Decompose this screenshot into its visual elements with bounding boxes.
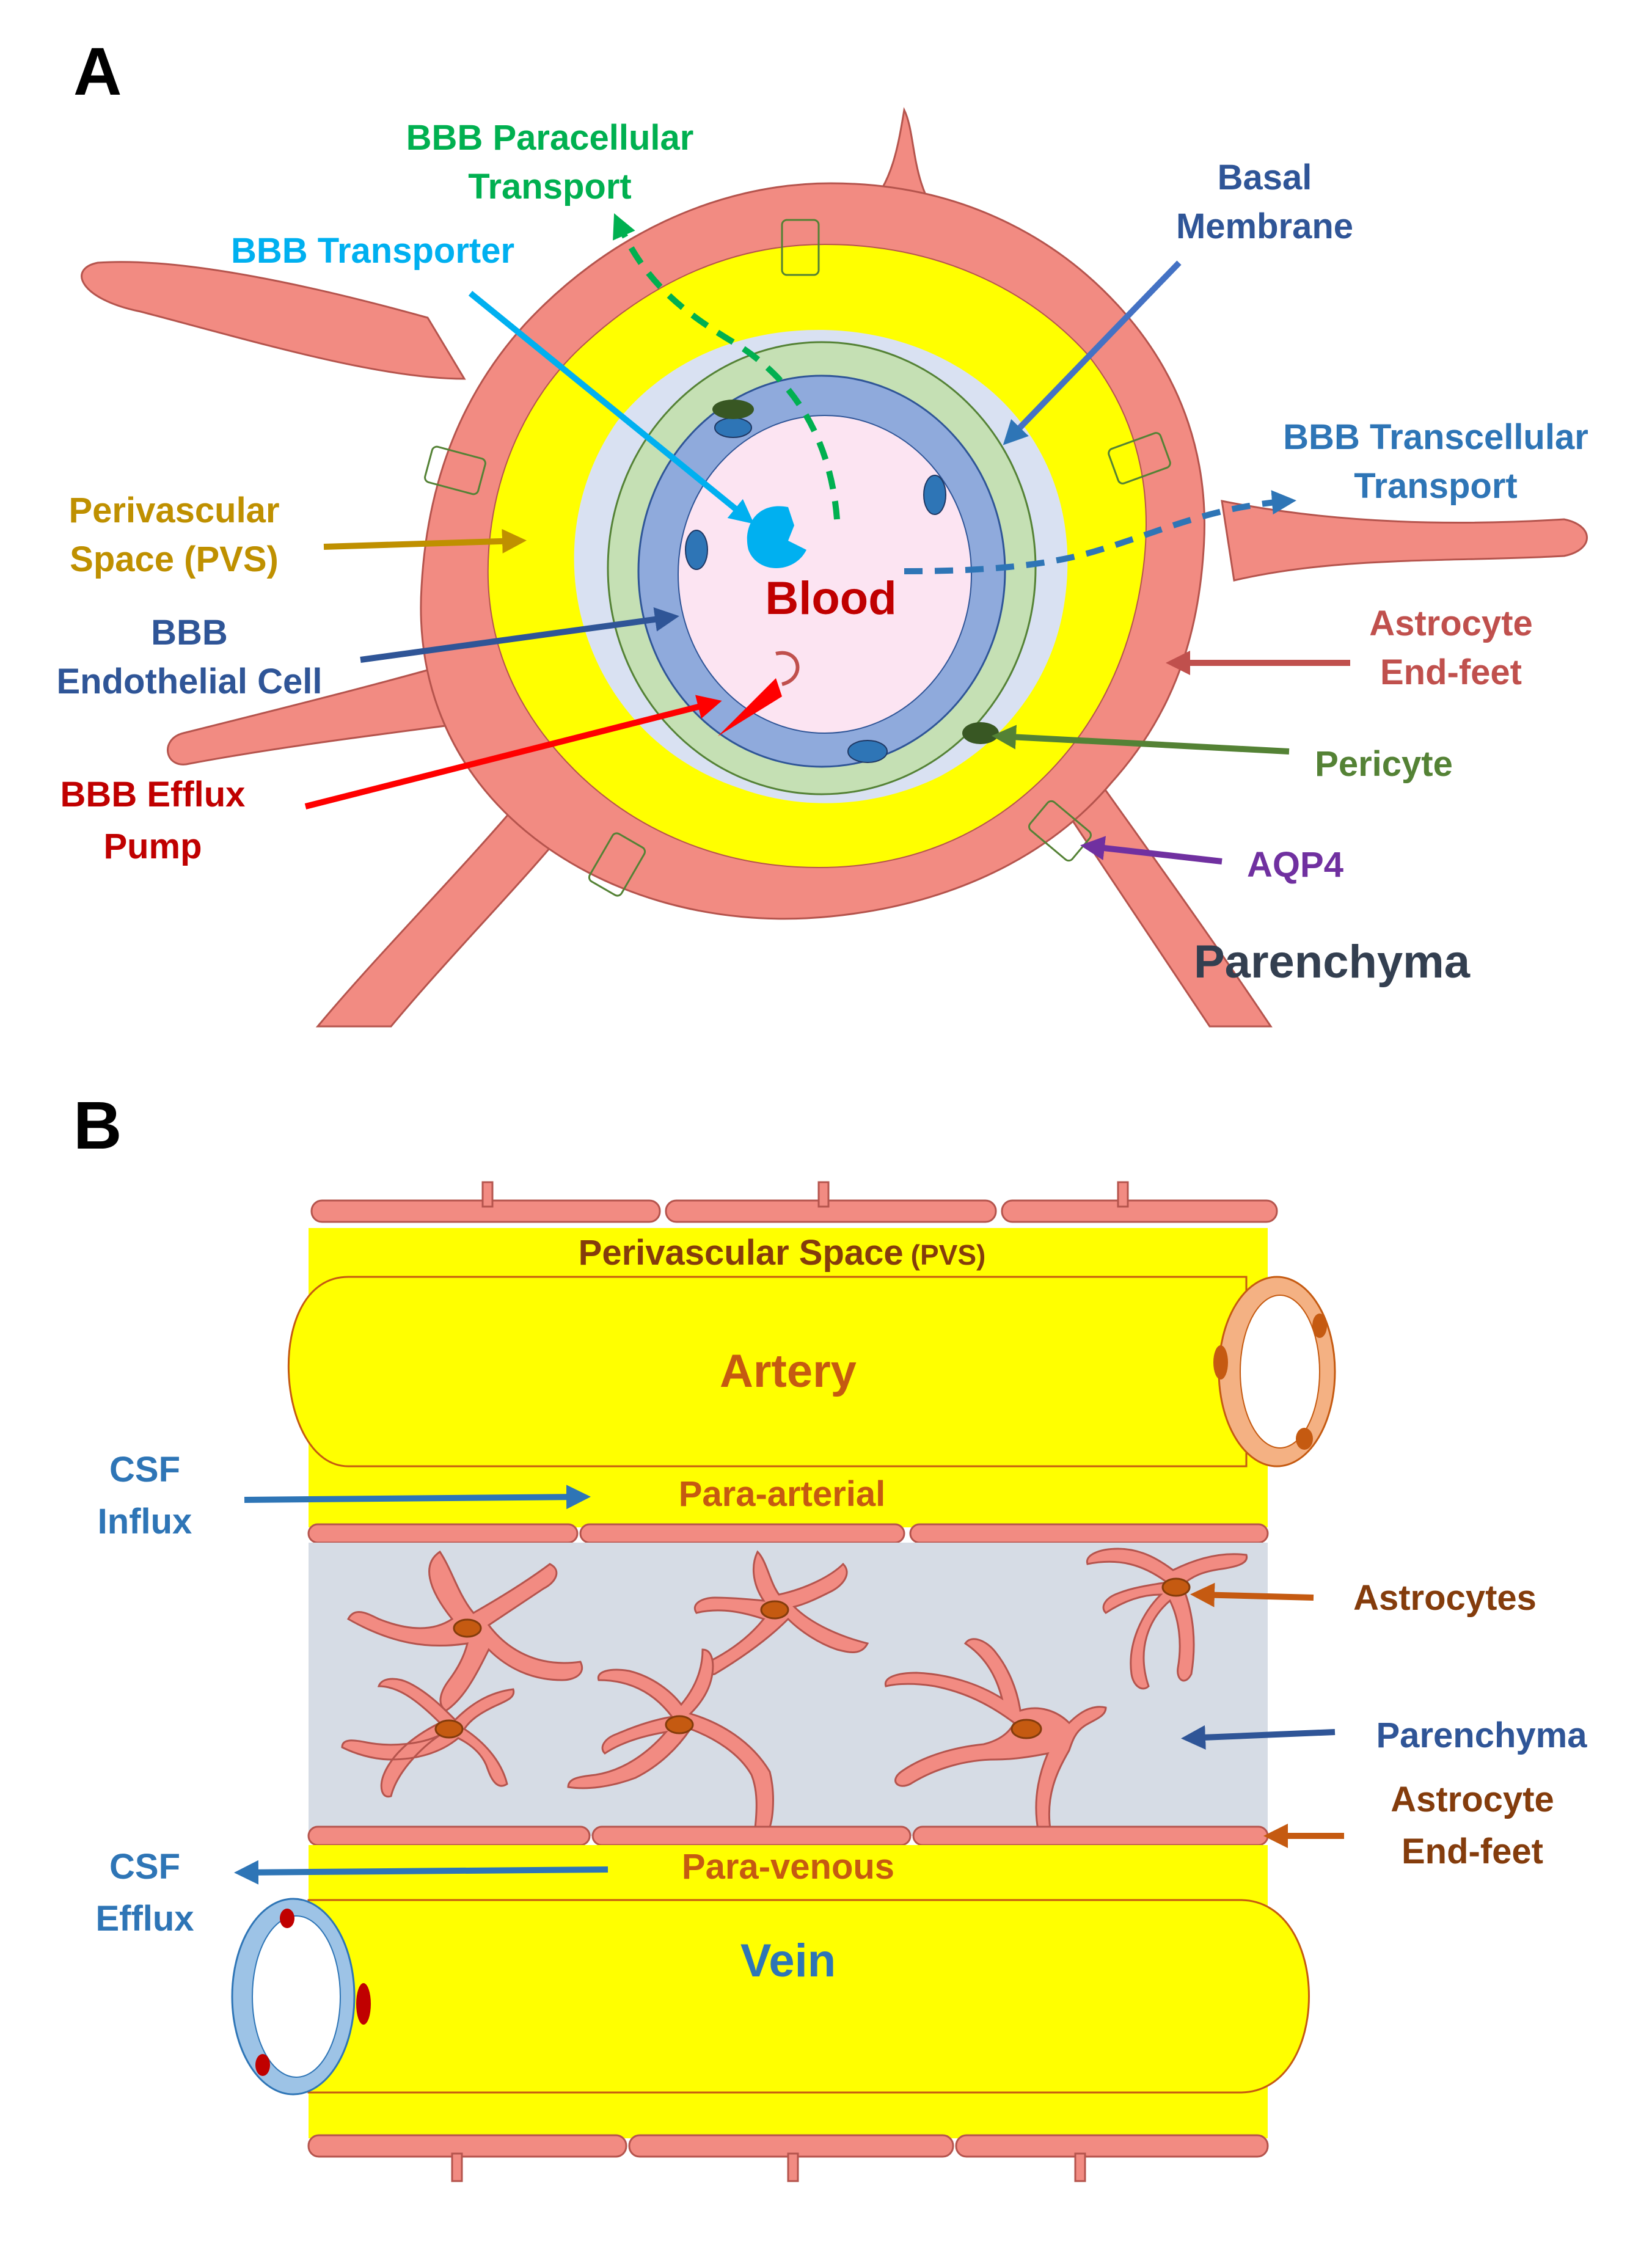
astrocytes-label: Astrocytes [1353,1578,1537,1618]
vein-lumen [252,1915,341,2078]
vein-nuclei [255,1909,371,2076]
paracellular-route [613,213,840,520]
para-arterial-label: Para-arterial [679,1474,886,1514]
astrocyte-1 [347,1550,583,1712]
bottom-endfeet-strip [307,2134,1269,2182]
bbb-efflux-pump-shape [718,678,782,736]
panel-b: B [73,1088,1588,2182]
astro-endfeet-label-line1: Astrocyte [1369,604,1533,643]
pvs-arrow [323,528,527,554]
endothelial-label-line1: BBB [151,613,228,652]
vein-label: Vein [740,1935,836,1987]
paracellular-label-line2: Transport [468,167,632,206]
endothelial-nuclei [685,417,946,763]
paracellular-label-line1: BBB Paracellular [406,118,694,158]
basal-label-line2: Membrane [1176,206,1353,246]
blood-label: Blood [765,572,896,624]
parenchyma-b-arrow [1181,1725,1336,1750]
pvs-b-label: Perivascular Space(PVS) [579,1233,986,1273]
csf-influx-label-line2: Influx [98,1502,192,1541]
panel-a: A BBB Paracellular Transport BBB Transpo… [56,34,1588,1028]
artery-nuclei [1213,1314,1327,1450]
parenchyma-top-endfeet [307,1523,1269,1544]
transcellular-label-line1: BBB Transcellular [1283,417,1588,457]
artery-lumen [1240,1295,1320,1449]
endothelial-label-line2: Endothelial Cell [56,662,322,701]
astrocytes-group [341,1548,1248,1834]
panel-a-letter: A [73,34,122,109]
astrocyte-processes [81,107,1588,1028]
transcellular-label-line2: Transport [1354,466,1518,506]
pvs-label-line2: Space (PVS) [70,539,279,579]
transporter-label: BBB Transporter [231,231,514,271]
pericyte-arrow [992,725,1290,755]
aqp4-label: AQP4 [1247,845,1343,885]
efflux-label-line2: Pump [103,827,202,866]
csf-influx-arrow [244,1485,591,1510]
efflux-label-line1: BBB Efflux [60,775,246,814]
astrocyte-4 [341,1678,515,1798]
top-endfeet-strip [310,1181,1278,1223]
astrocyte-5 [567,1648,774,1834]
parenchyma-a-label: Parenchyma [1194,936,1471,988]
artery-tube [288,1276,1248,1467]
vein-tube [307,1899,1310,2094]
astrocyte-2 [694,1550,869,1676]
artery-label: Artery [720,1345,857,1397]
basal-label-line1: Basal [1218,158,1312,197]
bbb-transporter-shape [747,506,806,568]
astrocyte-3 [1086,1548,1248,1690]
efflux-arrow [304,695,722,810]
astrocyte-6 [884,1638,1107,1834]
astrocytes-arrow [1190,1582,1314,1607]
endothelial-arrow [360,607,679,663]
csf-efflux-arrow [234,1860,609,1885]
pvs-b-label-main: Perivascular Space [579,1233,904,1273]
aqp4-arrow [1080,836,1223,864]
pvs-label-line1: Perivascular [68,491,279,530]
pericyte-nuclei [712,400,999,744]
astro-endfeet-label-line2: End-feet [1380,652,1522,692]
csf-influx-label-line1: CSF [109,1450,180,1489]
astro-endfeet-b-label-line2: End-feet [1402,1832,1543,1871]
csf-efflux-label-line1: CSF [109,1847,180,1887]
astro-endfeet-b-label-line1: Astrocyte [1391,1780,1554,1819]
aqp4-channels [424,219,1171,897]
transporter-arrow [468,291,755,524]
efflux-curl-icon [775,651,800,686]
parenchyma-bottom-endfeet [307,1826,1269,1846]
pvs-b-label-abbr: (PVS) [911,1239,986,1271]
para-venous-label: Para-venous [682,1847,894,1887]
panel-b-letter: B [73,1088,122,1163]
parenchyma-b-label: Parenchyma [1376,1716,1588,1755]
blood-lumen [678,415,972,734]
pericyte-label: Pericyte [1315,744,1453,784]
csf-efflux-label-line2: Efflux [95,1899,194,1939]
basal-arrow [1003,260,1182,445]
transcellular-route [904,490,1296,574]
